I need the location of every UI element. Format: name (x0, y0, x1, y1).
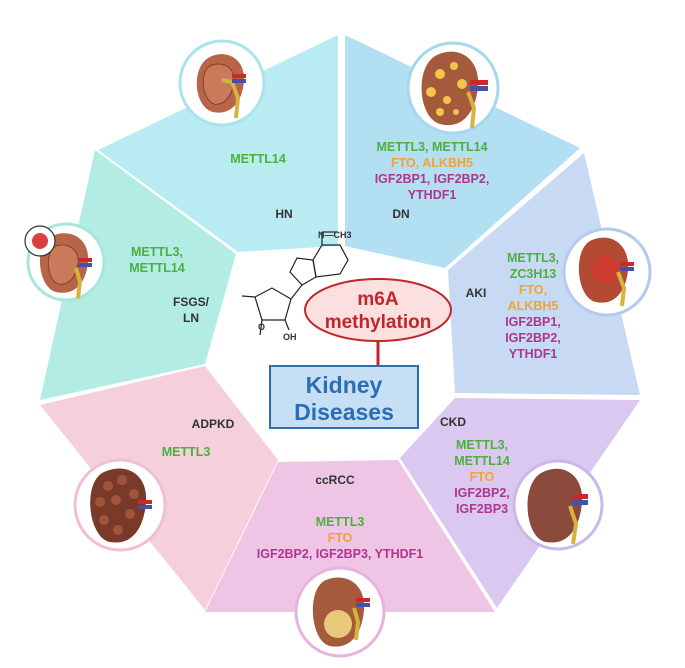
ckd-gene-line: FTO (470, 470, 495, 484)
ckd-gene-line: METTL14 (454, 454, 510, 468)
sector-ccrcc (205, 460, 495, 612)
sector-hn (98, 35, 338, 252)
aki-gene-line: FTO, (519, 283, 547, 297)
adpkd-genes: METTL3 (162, 445, 211, 459)
hn-gene-line: METTL14 (230, 152, 286, 166)
ckd-label: CKD (440, 415, 466, 429)
ckd-gene-line: METTL3, (456, 438, 508, 452)
ccrcc-kidney-image (294, 566, 386, 658)
sector-dn (345, 35, 580, 268)
hn-genes: METTL14 (230, 152, 286, 166)
ccrcc-genes: METTL3 FTO IGF2BP2, IGF2BP3, YTHDF1 (257, 515, 424, 561)
aki-label: AKI (466, 286, 487, 300)
dn-label: DN (392, 207, 409, 221)
ccrcc-gene-line: FTO (328, 531, 353, 545)
aki-gene-line: METTL3, (507, 251, 559, 265)
kidney-diseases-box: Kidney Diseases (269, 365, 419, 429)
dn-kidney-image (406, 41, 500, 135)
ckd-gene-line: IGF2BP3 (456, 502, 508, 516)
ccrcc-gene-line: IGF2BP2, IGF2BP3, YTHDF1 (257, 547, 424, 561)
sector-ccrcc-shape (205, 460, 495, 612)
m6a-molecule (241, 231, 349, 336)
dn-gene-line: IGF2BP1, IGF2BP2, (375, 172, 490, 186)
ccrcc-label: ccRCC (315, 473, 355, 487)
aki-gene-line: ZC3H13 (510, 267, 557, 281)
sector-hn-shape (98, 35, 338, 252)
ckd-kidney-image (512, 459, 604, 551)
center-title-line1: Kidney (306, 372, 383, 398)
methyl-label: N—CH3 (318, 230, 352, 240)
oh-label: OH (283, 332, 297, 342)
fsgs-genes: METTL3, METTL14 (129, 245, 185, 275)
m6a-label-line1: m6A (357, 289, 398, 310)
aki-genes: METTL3, ZC3H13 FTO, ALKBH5 IGF2BP1, IGF2… (505, 251, 561, 361)
sector-dn-shape (345, 35, 580, 268)
dn-gene-line: METTL3, METTL14 (376, 140, 487, 154)
fsgs-label-line1: FSGS/ (173, 295, 210, 309)
adpkd-gene-line: METTL3 (162, 445, 211, 459)
aki-gene-line: YTHDF1 (509, 347, 558, 361)
aki-gene-line: IGF2BP2, (505, 331, 561, 345)
fsgs-label-line2: LN (183, 311, 199, 325)
aki-gene-line: IGF2BP1, (505, 315, 561, 329)
aki-kidney-image (562, 227, 652, 317)
molecule-labels: N—CH3 OH O (258, 230, 352, 342)
sector-aki (448, 153, 640, 395)
ckd-gene-line: IGF2BP2, (454, 486, 510, 500)
fsgs-kidney-image (24, 222, 106, 302)
sector-aki-shape (448, 153, 640, 395)
sector-fsgs-shape (40, 150, 236, 400)
m6a-badge: m6A methylation (304, 278, 452, 366)
dn-gene-line: YTHDF1 (408, 188, 457, 202)
adpkd-kidney-image (73, 458, 167, 552)
m6a-label-line2: methylation (325, 312, 432, 333)
ccrcc-gene-line: METTL3 (316, 515, 365, 529)
dn-genes: METTL3, METTL14 FTO, ALKBH5 IGF2BP1, IGF… (375, 140, 490, 202)
ckd-genes: METTL3, METTL14 FTO IGF2BP2, IGF2BP3 (454, 438, 510, 516)
ribose-ring (254, 287, 292, 321)
hn-label: HN (275, 207, 292, 221)
center-title-line2: Diseases (294, 399, 394, 425)
o-label: O (258, 322, 265, 332)
fsgs-gene-line: METTL14 (129, 261, 185, 275)
sector-fsgs (40, 150, 236, 400)
pyrimidine-ring (312, 244, 349, 278)
hn-kidney-image (178, 39, 266, 127)
fsgs-gene-line: METTL3, (131, 245, 183, 259)
imidazole-ring (289, 257, 317, 286)
dn-gene-line: FTO, ALKBH5 (391, 156, 473, 170)
kidney-diseases-rect (269, 365, 419, 429)
adpkd-label: ADPKD (192, 417, 235, 431)
aki-gene-line: ALKBH5 (508, 299, 559, 313)
